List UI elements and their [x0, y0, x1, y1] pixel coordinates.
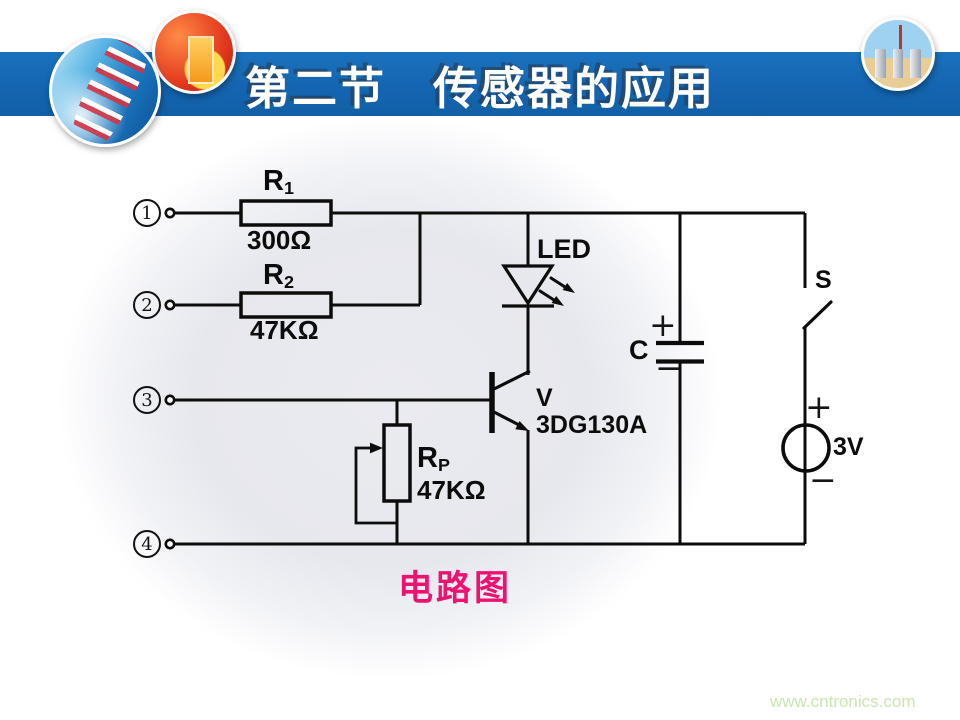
diagram-caption: 电路图	[398, 569, 513, 608]
switch-label: S	[815, 266, 832, 294]
decorative-photo-fruits	[152, 10, 236, 94]
silo-mast-shape	[899, 24, 903, 54]
battery-plus-sign: +	[805, 387, 833, 426]
r1-sub: 1	[283, 177, 294, 198]
led-label: LED	[537, 234, 591, 264]
terminal-4-badge: 4	[133, 530, 161, 558]
resistor-r1-value: 300Ω	[247, 225, 312, 255]
page-title: 第二节 传感器的应用	[244, 62, 715, 114]
decorative-photo-silos	[861, 17, 935, 91]
resistor-r2-value: 47KΩ	[250, 315, 319, 345]
battery-symbol	[781, 423, 831, 473]
terminal-dots	[164, 207, 176, 550]
potentiometer-rp-label: RP	[417, 443, 450, 475]
watermark-text: www.cntronics.com	[770, 692, 916, 711]
resistor-r2-label: R2	[263, 260, 294, 292]
silo-tank-shape	[892, 48, 904, 79]
wire-horizontal-lines	[175, 211, 805, 546]
r2-name: R	[263, 259, 284, 291]
resistor-r2-symbol	[239, 291, 333, 319]
transistor-symbol	[489, 369, 531, 433]
potentiometer-wiper	[354, 442, 397, 525]
terminal-1-badge: 1	[133, 199, 161, 227]
terminal-2-badge: 2	[133, 291, 161, 319]
terminal-4-number: 4	[141, 533, 153, 555]
juice-glass-shape	[187, 36, 214, 85]
capacitor-label: C	[629, 335, 649, 365]
terminal-3-number: 3	[141, 389, 153, 411]
capacitor-symbol	[656, 340, 704, 364]
resistor-r1-symbol	[239, 199, 333, 227]
r2-sub: 2	[283, 271, 294, 292]
led-symbol	[501, 264, 575, 308]
rp-sub: P	[437, 454, 450, 475]
terminal-2-number: 2	[141, 294, 153, 316]
potentiometer-rp-symbol	[382, 423, 412, 503]
r1-name: R	[263, 165, 284, 197]
capacitor-plus-sign: +	[649, 305, 677, 344]
rp-name: R	[417, 442, 438, 474]
transistor-designator: V	[536, 384, 553, 412]
capacitor-minus-sign: −	[655, 348, 683, 387]
transistor-model: 3DG130A	[536, 411, 648, 439]
battery-value: 3V	[833, 433, 864, 461]
silo-tank-shape	[910, 48, 922, 79]
wire-vertical-lines	[395, 213, 807, 544]
terminal-3-badge: 3	[133, 386, 161, 414]
resistor-r1-label: R1	[263, 166, 294, 198]
decorative-photo-dna	[49, 35, 161, 147]
potentiometer-rp-value: 47KΩ	[417, 475, 486, 505]
switch-blade	[802, 300, 833, 330]
silo-tank-shape	[874, 48, 886, 79]
terminal-1-number: 1	[141, 202, 153, 224]
battery-minus-sign: −	[809, 460, 837, 499]
